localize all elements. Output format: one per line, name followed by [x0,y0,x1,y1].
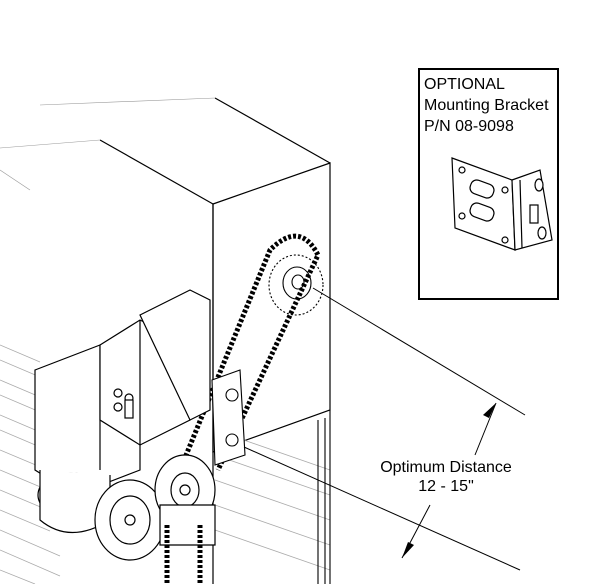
guide-rails [317,410,331,584]
perspective-lines [0,97,216,191]
inset-title: OPTIONAL [424,76,505,93]
hand-chain-wheel [154,454,216,546]
operator-body [34,289,211,561]
dimension-label-line2: 12 - 15" [418,478,474,495]
bracket-drawing [451,157,553,251]
drive-chain [177,233,321,472]
dimension-label-line1: Optimum Distance [380,459,512,476]
inset-part-number: P/N 08-9098 [424,118,514,135]
mounting-plate [211,369,246,466]
dimension-arrows [402,403,496,558]
bracket-inset: OPTIONAL Mounting Bracket P/N 08-9098 [418,68,559,300]
inset-subtitle: Mounting Bracket [424,97,549,114]
